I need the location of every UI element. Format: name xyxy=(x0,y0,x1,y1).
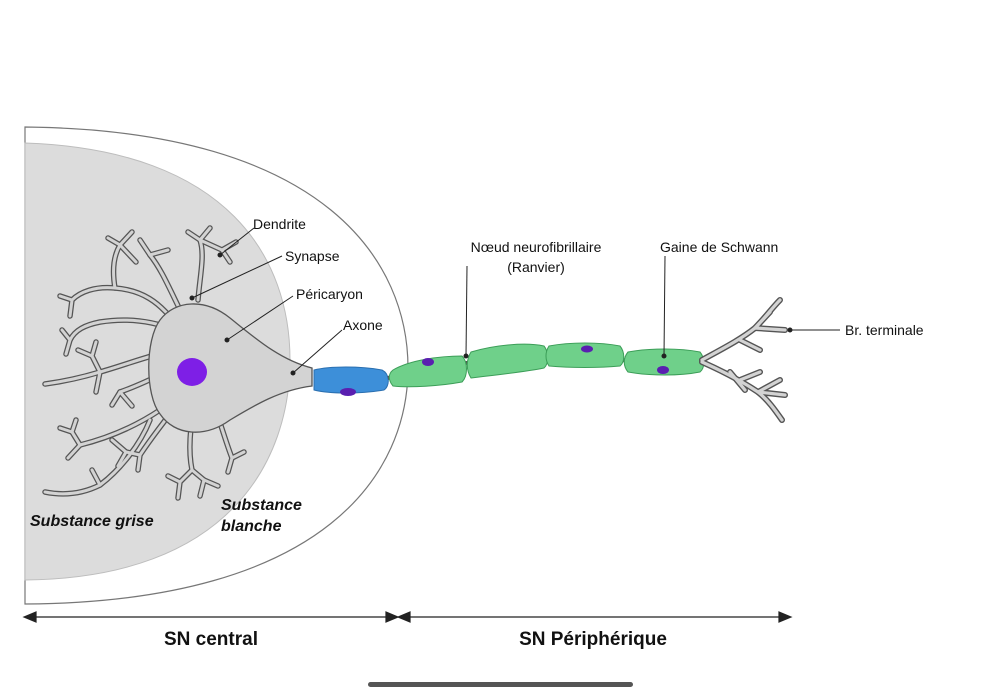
label-substance-blanche-2: blanche xyxy=(221,518,282,535)
label-dendrite: Dendrite xyxy=(253,216,306,232)
peripheral-myelin-segments xyxy=(388,342,705,388)
label-noeud-line2: (Ranvier) xyxy=(507,259,565,275)
terminal-branches xyxy=(699,297,788,423)
span-arrows xyxy=(22,611,793,623)
label-noeud-line1: Nœud neurofibrillaire xyxy=(471,239,602,255)
schwann-segment-2 xyxy=(466,343,549,379)
label-substance-grise: Substance grise xyxy=(30,513,154,530)
label-sn-central: SN central xyxy=(164,629,258,650)
label-synapse: Synapse xyxy=(285,248,340,264)
arrowhead-peripheral-right xyxy=(778,611,793,623)
pericaryon-body xyxy=(148,303,313,433)
schwann-nuclei xyxy=(422,345,669,374)
schwann-segment-1 xyxy=(388,355,467,388)
leader-lines xyxy=(189,227,840,376)
central-myelin-segment xyxy=(313,366,389,394)
label-br-terminale: Br. terminale xyxy=(845,322,924,338)
schwann-segment-3 xyxy=(545,342,625,368)
schwann-segment-4 xyxy=(623,348,705,376)
arrowhead-central-left xyxy=(22,611,37,623)
label-pericaryon: Péricaryon xyxy=(296,286,363,302)
label-sn-peripherique: SN Périphérique xyxy=(519,629,667,650)
label-axone: Axone xyxy=(343,317,383,333)
nucleus xyxy=(177,358,207,386)
home-indicator[interactable] xyxy=(368,682,633,687)
arrowhead-peripheral-left xyxy=(396,611,411,623)
label-gaine-schwann: Gaine de Schwann xyxy=(660,239,778,255)
arrowhead-central-right xyxy=(385,611,400,623)
label-substance-blanche-1: Substance xyxy=(221,497,302,514)
oligodendrocyte-nucleus xyxy=(340,388,356,396)
